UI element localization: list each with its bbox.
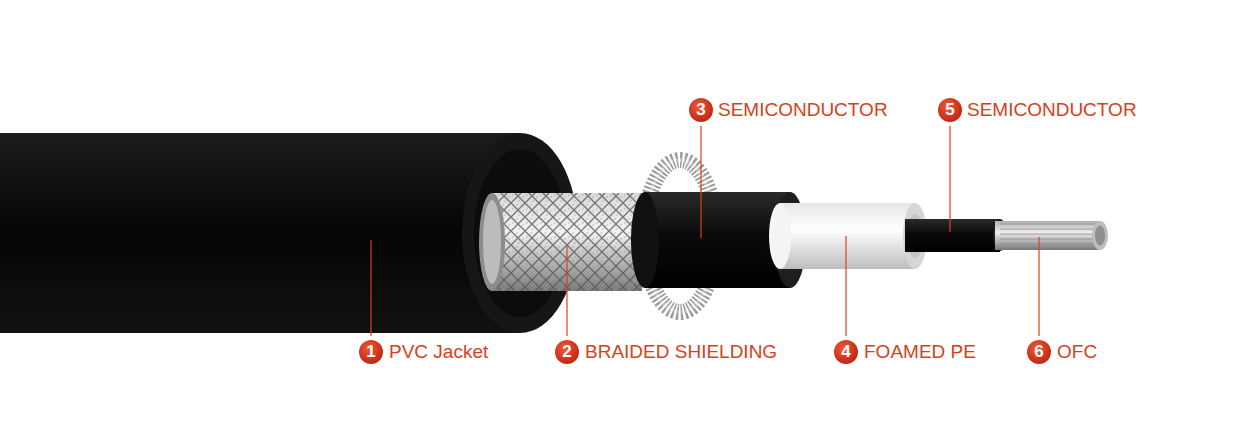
callout-number: 2 (555, 340, 579, 364)
callout-number: 5 (938, 98, 962, 122)
part-label: FOAMED PE (864, 341, 976, 363)
part-label: OFC (1057, 341, 1097, 363)
callout-number: 6 (1027, 340, 1051, 364)
leader-lines (371, 126, 1039, 336)
part-label: BRAIDED SHIELDING (585, 341, 777, 363)
callout-number: 4 (834, 340, 858, 364)
part-label: SEMICONDUCTOR (718, 99, 888, 121)
callout-number: 3 (689, 98, 713, 122)
part-label: SEMICONDUCTOR (967, 99, 1137, 121)
callout-number: 1 (359, 340, 383, 364)
part-label: PVC Jacket (389, 341, 488, 363)
